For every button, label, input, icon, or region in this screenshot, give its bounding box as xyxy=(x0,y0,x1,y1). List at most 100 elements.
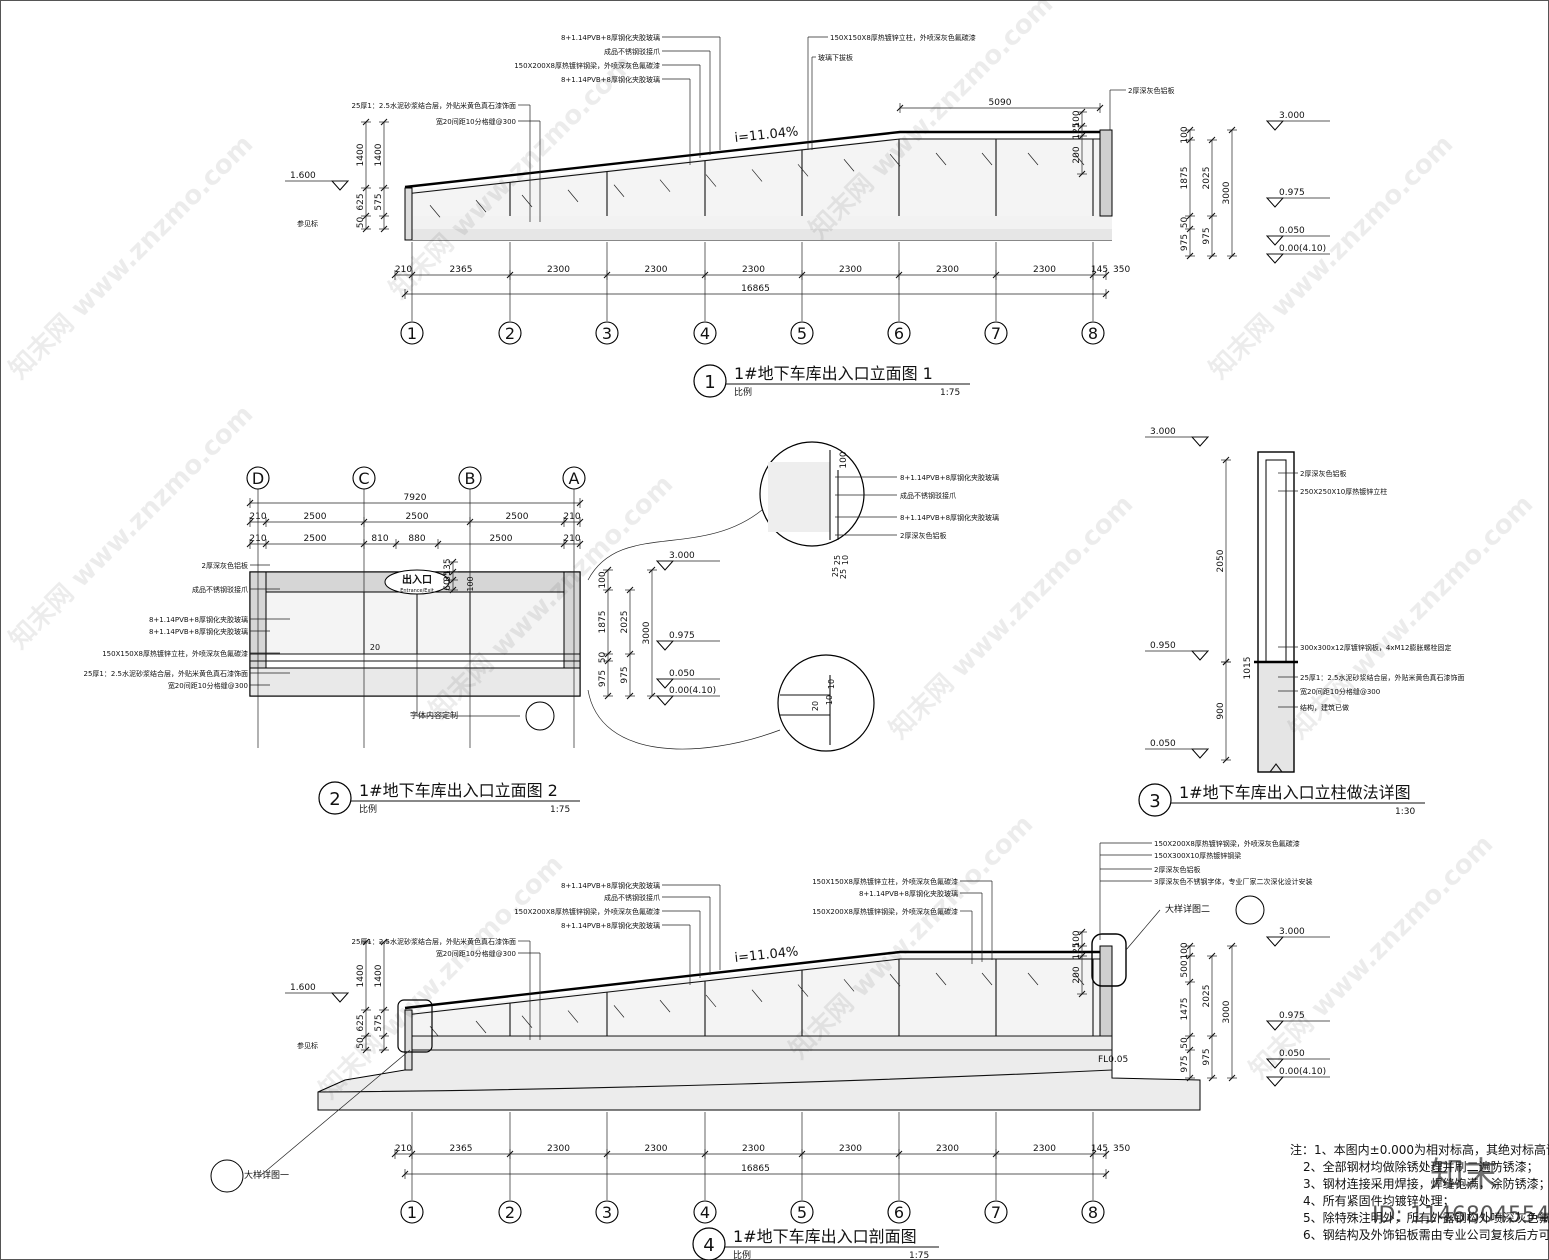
v2-title-scale-label: 比例 xyxy=(359,803,377,815)
v4-right-a-value: 100 xyxy=(1180,942,1190,959)
detail-note-2: 8+1.14PVB+8厚钢化夹胶玻璃 xyxy=(900,513,999,522)
v1-right-a-value: 50 xyxy=(1180,217,1190,229)
v2-grid-B-circle xyxy=(458,466,482,490)
v4-bays-value: 2300 xyxy=(1033,1144,1056,1154)
v1-bays-value: 2300 xyxy=(1033,265,1056,275)
v3-base xyxy=(1257,661,1295,773)
v1-level-1600-value: 1.600 xyxy=(290,171,316,181)
v4-detail-label-2: 大样详图二 xyxy=(1165,903,1210,915)
v1-grid-5-circle xyxy=(790,321,814,345)
v4-grid-3-circle xyxy=(595,1200,619,1224)
v1-bays-value: 210 xyxy=(395,265,412,275)
brand-watermark: 知末 xyxy=(1430,1155,1498,1195)
v2-level-3000-value: 3.000 xyxy=(669,551,695,561)
v4-slope-label: i=11.04% xyxy=(734,944,799,966)
v2-row1-value: 210 xyxy=(563,512,580,522)
v4-detail-leader-1 xyxy=(259,1049,411,1177)
v4-note-left-label: 参见标 xyxy=(297,1041,318,1050)
v4-end-dims-value: 100 xyxy=(1072,930,1082,947)
v4-grid-1-label: 1 xyxy=(407,1203,417,1222)
glass-reflection-mark xyxy=(889,153,901,167)
v1-left-b-value: 1400 xyxy=(374,143,384,166)
v4-right-a-value: 50 xyxy=(1180,1037,1190,1049)
v3-title-scale: 1:30 xyxy=(1395,807,1415,817)
v2-title-circle xyxy=(318,781,352,815)
v1-note-glass-a: 8+1.14PVB+8厚钢化夹胶玻璃 xyxy=(561,33,660,42)
v2-sign-note: 字体内容定制 xyxy=(410,710,458,720)
glass-reflection-mark xyxy=(659,999,671,1013)
detail-note-3: 2厚深灰色铝板 xyxy=(900,531,946,540)
v2-row1-slash xyxy=(262,518,270,526)
glass-reflection-mark xyxy=(981,972,993,986)
detail-dim-20: 20 xyxy=(811,701,820,711)
v1-left-a-value: 1400 xyxy=(356,143,366,166)
v4-detail-ref-2 xyxy=(1235,895,1265,925)
v1-level-0050-value: 0.050 xyxy=(1279,226,1305,236)
v2-grid-A-label: A xyxy=(569,469,580,488)
v2-row1-slash xyxy=(576,518,584,526)
view-3-column-detail xyxy=(1254,451,1298,773)
v4-right-b-slash xyxy=(1208,952,1216,960)
v4-left-post xyxy=(404,1009,413,1071)
v4-grid-2-circle xyxy=(498,1200,522,1224)
v4-left-b-slash xyxy=(380,1032,388,1040)
v4-title-scale-label: 比例 xyxy=(733,1249,751,1260)
v2-right-a-slash xyxy=(604,692,612,700)
v4-grid-6-circle xyxy=(887,1200,911,1224)
v4-level-fl: FL0.05 xyxy=(1098,1055,1128,1065)
v4-right-a-value: 975 xyxy=(1180,1055,1190,1072)
v1-right-b-value: 975 xyxy=(1202,227,1212,244)
v1-bays-value: 2300 xyxy=(936,265,959,275)
v1-note-wall-b: 宽20间距10分格缝@300 xyxy=(436,117,516,126)
v3-column-inner xyxy=(1265,459,1287,663)
v4-end-dims-value: 125 xyxy=(1072,942,1082,959)
glass-reflection-mark xyxy=(797,164,809,177)
v3-dim-1015: 1015 xyxy=(1243,657,1253,680)
v2-level-0050-value: 0.050 xyxy=(669,669,695,679)
v1-note-wall-a: 25厚1：2.5水泥砂浆结合层，外贴米黄色真石漆饰面 xyxy=(352,101,517,110)
v2-note-0: 2厚深灰色铝板 xyxy=(202,561,248,570)
v4-level-1600-value: 1.600 xyxy=(290,983,316,993)
v3-base-height-slash xyxy=(1222,658,1230,666)
v3-height-slash xyxy=(1222,456,1230,464)
v1-left-b-slash xyxy=(380,212,388,220)
v1-grid-1-label: 1 xyxy=(407,324,417,343)
v2-sign-dims-slash xyxy=(449,576,457,584)
v1-grid-3-label: 3 xyxy=(602,324,612,343)
v4-right-b-value: 2025 xyxy=(1202,985,1212,1008)
v4-posts xyxy=(429,959,1094,1039)
v2-right-a-slash xyxy=(604,566,612,574)
v3-level-0050-value: 0.050 xyxy=(1150,739,1176,749)
v4-bays-value: 2300 xyxy=(742,1144,765,1154)
v4-left-a-value: 50 xyxy=(356,1037,366,1049)
v2-right-a-value: 100 xyxy=(598,571,608,588)
v4-ramp-body xyxy=(317,1035,1201,1111)
v4-grid-7-circle xyxy=(984,1200,1008,1224)
v1-left-a-value: 50 xyxy=(356,217,366,229)
detail-top-hatch xyxy=(768,462,830,532)
v4-right-b-slash xyxy=(1208,1032,1216,1040)
glass-reflection-mark xyxy=(475,199,487,213)
v1-right-c-value: 3000 xyxy=(1222,181,1232,204)
v4-note-beam: 150X200X8厚热镀锌钢梁，外喷深灰色氟碳漆 xyxy=(514,907,660,916)
v1-top-span-slash xyxy=(896,104,904,112)
glass-reflection-mark xyxy=(705,994,717,1008)
glass-reflection-mark xyxy=(1027,152,1039,166)
v4-grid-6-label: 6 xyxy=(894,1203,904,1222)
v4-bays-value: 2300 xyxy=(839,1144,862,1154)
v1-right-b-slash xyxy=(1208,136,1216,144)
glass-reflection-mark xyxy=(567,189,579,203)
v3-note-2: 300x300x12厚镀锌钢板，4xM12膨胀螺栓固定 xyxy=(1300,643,1451,652)
v3-note-3: 25厚1：2.5水泥砂浆结合层，外贴米黄色真石漆饰面 xyxy=(1300,673,1465,682)
v4-grid-2-label: 2 xyxy=(505,1203,515,1222)
v3-note-4: 宽20间距10分格缝@300 xyxy=(1300,687,1380,696)
v2-total-slash xyxy=(246,499,254,507)
v2-grid-B-label: B xyxy=(465,469,476,488)
v4-note-right-3: 3厚深灰色不锈钢字体，专业厂家二次深化设计安装 xyxy=(1154,877,1312,886)
v2-row2-value: 210 xyxy=(563,534,580,544)
v4-title-title: 1#地下车库出入口剖面图 xyxy=(733,1227,917,1246)
v3-base-height-value: 900 xyxy=(1216,702,1226,719)
glass-reflection-mark xyxy=(981,152,993,166)
